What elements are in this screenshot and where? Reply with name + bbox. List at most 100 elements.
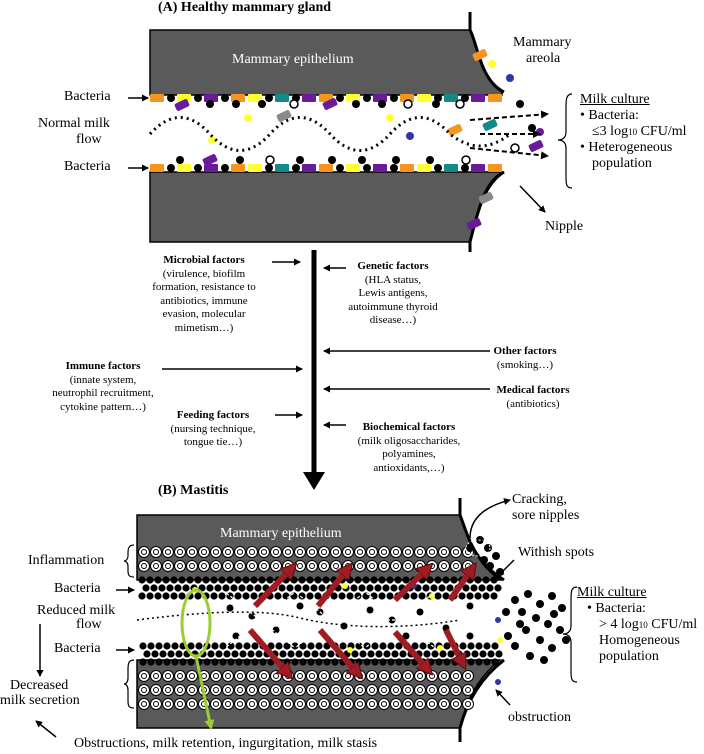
immune-cell-nucleus [417,549,423,555]
culture-a-line2-pre: ≤3 log [592,124,629,139]
bacterium-open [510,143,520,153]
decreased-label-line2: milk secretion [0,693,80,708]
bacterium-dot [387,642,395,650]
bacterium-rod [488,94,502,102]
immune-cell-nucleus [369,549,375,555]
immune-cell-nucleus [273,549,279,555]
bacterium-dot [223,650,231,658]
immune-cell-nucleus [453,687,459,693]
bacterium-dot [295,650,303,658]
bacterium-dot [314,592,322,600]
bacterium-dot [339,642,347,650]
bacterium-dot [354,592,362,600]
bacterium-rod [373,94,387,102]
immune-cell-nucleus [273,687,279,693]
immune-cell-nucleus [417,687,423,693]
bacterium-dot [296,156,304,164]
feeding-factor-title: Feeding factors [176,409,250,421]
bacterium-dot [210,592,218,600]
bacterium-dot [467,658,475,666]
immune-cell [210,684,222,696]
bacterium-rod [319,164,333,172]
immune-cell [438,698,450,710]
immune-cell [426,698,438,710]
immune-cell [330,684,342,696]
bacterium-dot [355,658,363,666]
bacterium-dot [291,658,299,666]
immune-cell [306,698,318,710]
immune-cell [210,698,222,710]
bacterium-dot [147,642,155,650]
immune-cell [390,546,402,558]
bacterium-dot [434,164,442,172]
other-factor-line: (smoking…) [496,358,554,371]
bacterium-dot [323,658,331,666]
reduced-milk-flow-line [136,611,461,628]
genetic-factor-title: Genetic factors [357,260,429,272]
bacterium-dot [274,592,282,600]
immune-cell [270,546,282,558]
bacterium-dot [232,100,240,108]
bacterium-rod [471,164,485,172]
bacterium-dot [390,164,398,172]
bacterium-dot [374,584,382,592]
bacterium-dot [139,658,147,666]
bacterium-dot [391,650,399,658]
bacterium-dot [178,576,186,584]
immune-cell [150,560,162,572]
immune-cell [462,684,474,696]
immune-cell [258,546,270,558]
immune-cell-nucleus [297,687,303,693]
bacterium-dot [466,632,474,640]
bacterium-dot [426,576,434,584]
bacterium-dot [516,620,524,628]
bacterium-dot [179,658,187,666]
lower-epithelium-a [149,171,505,243]
immune-cell-nucleus [225,687,231,693]
bacterium-dot [242,592,250,600]
bacterium-dot [151,650,159,658]
bacterium-open [403,99,413,109]
bacterium-dot [491,642,499,650]
immune-cell-nucleus [189,563,195,569]
bacterium-dot [175,650,183,658]
bacterium-dot [246,584,254,592]
bacterium-dot [474,592,482,600]
bacterium-rod [466,218,482,230]
bacterium-dot [258,100,266,108]
bacterium-dot [178,592,186,600]
immune-cell-nucleus [213,549,219,555]
other-factor-title: Other factors [493,345,557,357]
bacteria-label-b-top: Bacteria [54,581,101,596]
immune-cell-nucleus [309,673,315,679]
immune-cell [426,546,438,558]
bacterium-dot [303,650,311,658]
immune-cell-nucleus [309,563,315,569]
bacterium-dot [139,642,147,650]
flow-label-a-line1: Normal milk [38,116,110,131]
bacterium-dot [367,650,375,658]
immune-cell [270,670,282,682]
bacterium-dot [352,100,360,108]
immune-cell-nucleus [201,549,207,555]
bacterium-dot [299,658,307,666]
bacterium-dot [438,584,446,592]
nipple-label: Nipple [545,219,584,234]
immune-cell [462,670,474,682]
immune-cell-nucleus [453,673,459,679]
bacterium-dot [235,658,243,666]
immune-cell [294,684,306,696]
cracking-label-line2: sore nipples [512,508,580,523]
bacterium-dot [442,592,450,600]
bacterium-dot [211,642,219,650]
bacterium-rod [174,99,190,111]
cracking-arrow [469,498,511,539]
bacterium-dot [259,658,267,666]
immune-cell [138,560,150,572]
bacterium-dot [150,584,158,592]
culture-b-line3: Homogeneous [599,633,680,648]
culture-a-line4: population [592,156,652,171]
bacterium-dot [435,658,443,666]
bacterium-dot [486,584,494,592]
bacterium-dot [462,584,470,592]
